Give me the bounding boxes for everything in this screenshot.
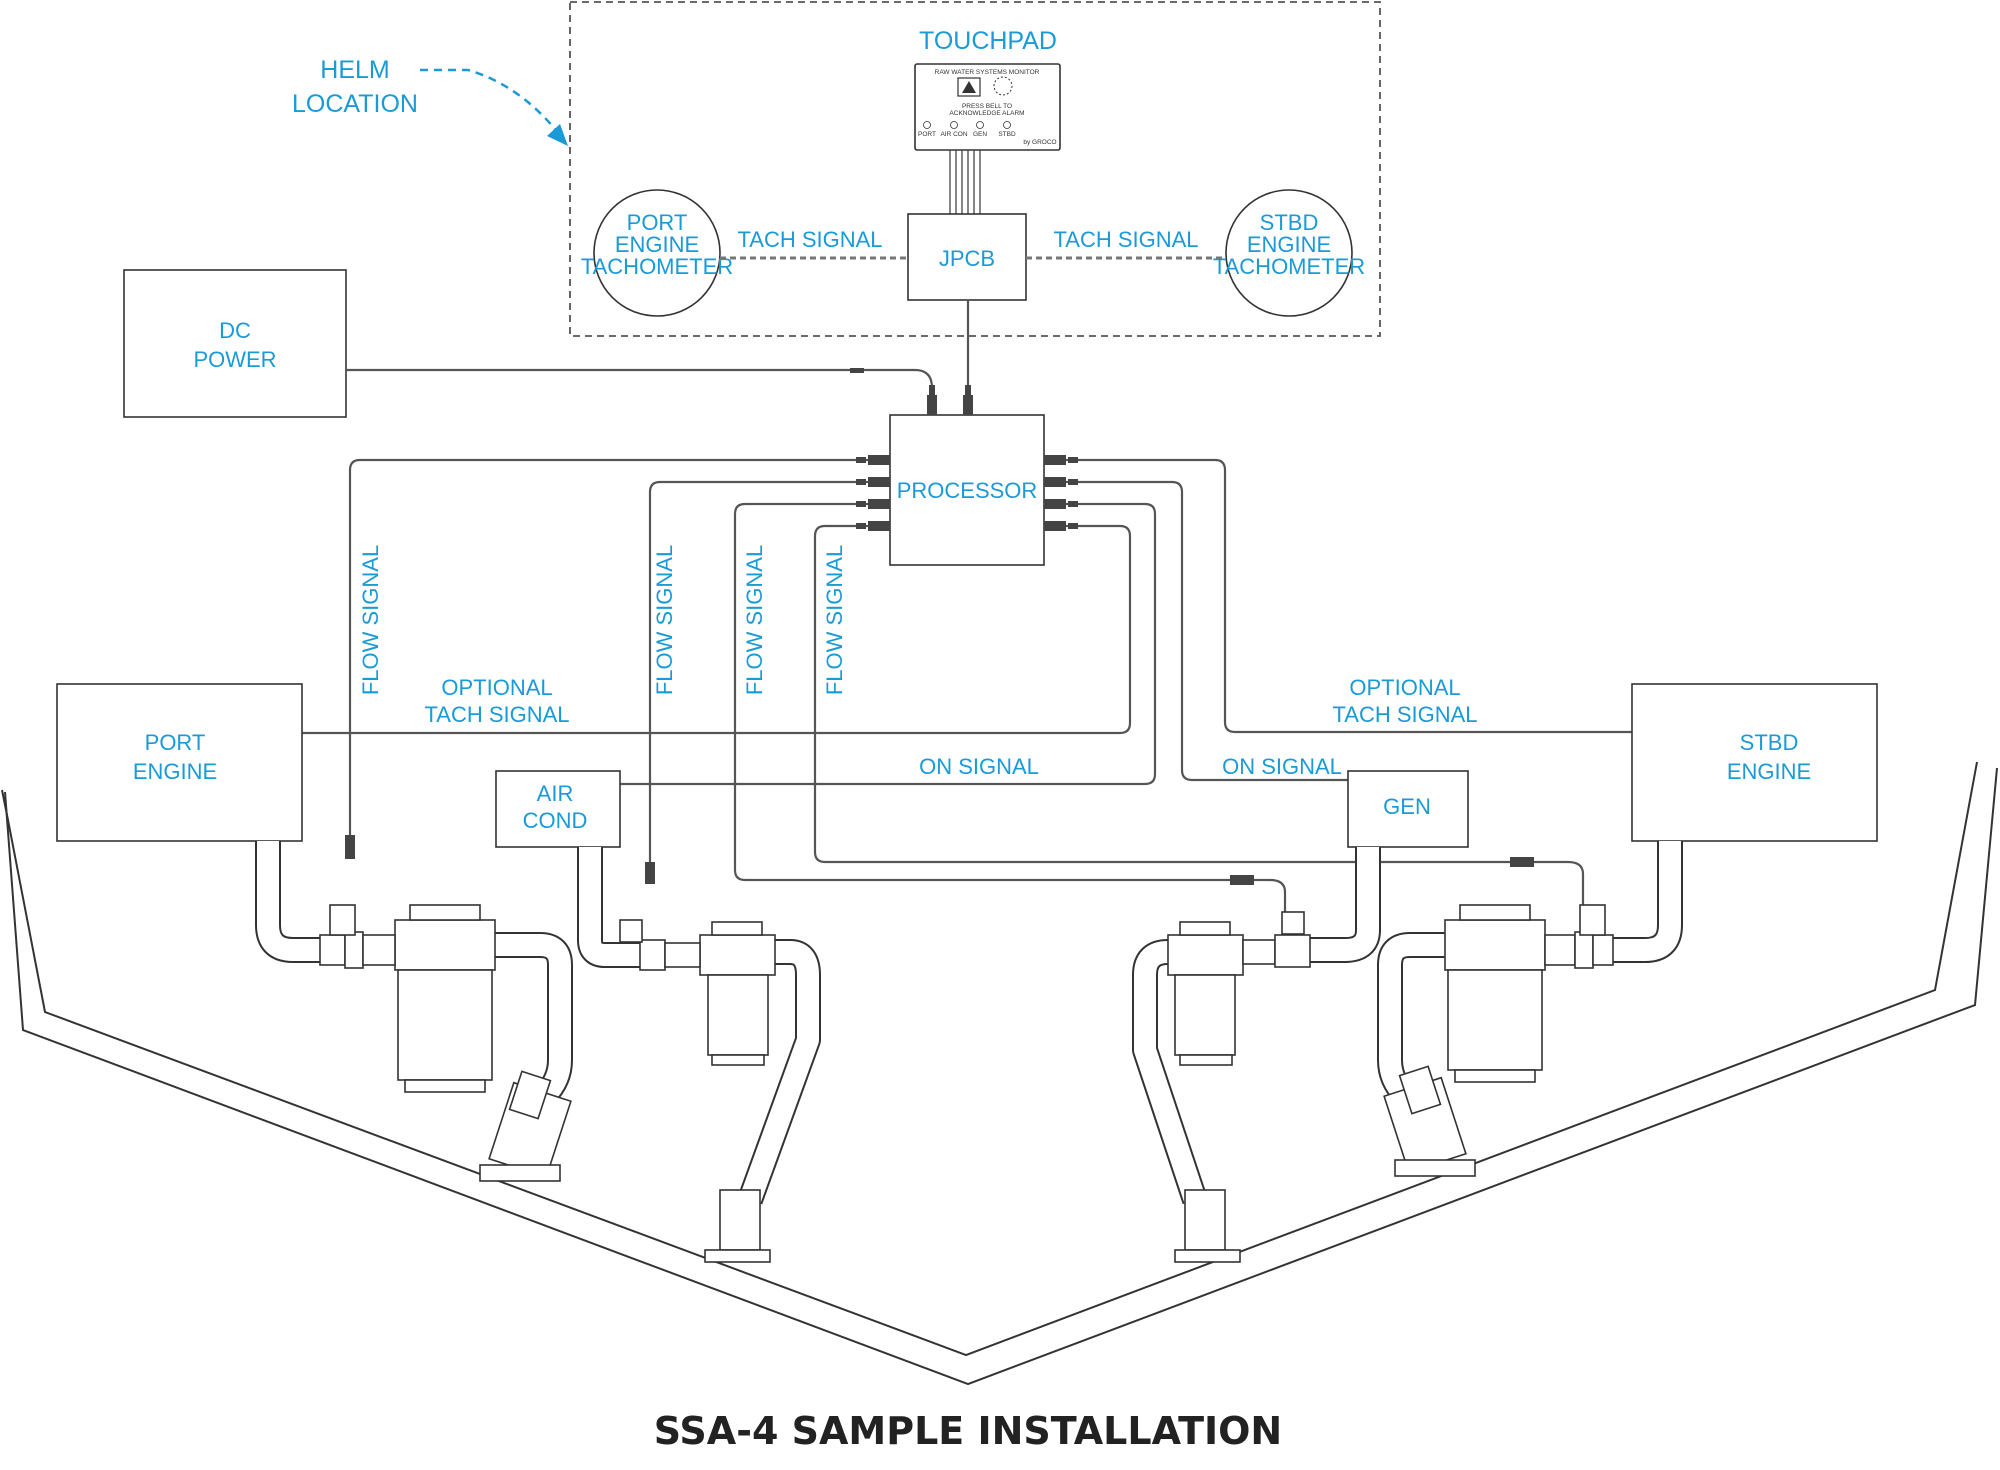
indicator-led-stbd xyxy=(1003,121,1011,129)
air-cond-label-1: AIR xyxy=(537,781,574,806)
helm-location-arrow xyxy=(420,68,561,136)
stbd-engine-box xyxy=(1631,683,1878,842)
air-cond-box xyxy=(495,770,621,848)
dc-power-box xyxy=(123,269,347,418)
flow-sensor-connectors xyxy=(345,368,1534,885)
indicator-label-port: PORT xyxy=(918,131,936,138)
flow-signal-label-4: FLOW SIGNAL xyxy=(822,545,847,695)
port-engine-seacock xyxy=(479,1070,572,1182)
bell-icon xyxy=(962,81,976,93)
flow-signal-label-1: FLOW SIGNAL xyxy=(358,545,383,695)
stbd-tachometer xyxy=(1225,189,1353,317)
tach-signal-label-left: TACH SIGNAL xyxy=(737,227,882,252)
indicator-label-aircon: AIR CON xyxy=(940,131,967,138)
port-engine-label-2: ENGINE xyxy=(133,759,217,784)
port-engine-box xyxy=(56,683,303,842)
on-signal-label-left: ON SIGNAL xyxy=(919,754,1039,779)
flow-signal-label-3: FLOW SIGNAL xyxy=(742,545,767,695)
helm-location-boundary xyxy=(569,1,1381,337)
gen-strainer xyxy=(1167,911,1311,1066)
indicator-label-stbd: STBD xyxy=(998,131,1016,138)
port-tachometer xyxy=(593,189,721,317)
gen-seacock xyxy=(1174,1189,1241,1263)
stbd-engine-strainer xyxy=(1444,904,1614,1083)
stbd-tachometer-label-3: TACHOMETER xyxy=(1213,254,1365,279)
jpcb-label: JPCB xyxy=(939,246,995,271)
stbd-engine-label-1: STBD xyxy=(1740,730,1799,755)
dc-power-label-1: DC xyxy=(219,318,251,343)
optional-tach-left-1: OPTIONAL xyxy=(441,675,552,700)
stbd-tachometer-label-1: STBD xyxy=(1260,210,1319,235)
port-tachometer-label-3: TACHOMETER xyxy=(581,254,733,279)
processor-label: PROCESSOR xyxy=(897,478,1038,503)
touchpad-instruction-2: ACKNOWLEDGE ALARM xyxy=(949,110,1024,117)
dc-power-label-2: POWER xyxy=(193,347,276,372)
gen-box xyxy=(1347,770,1469,848)
air-cond-strainer xyxy=(619,919,776,1066)
touchpad-brand: by GROCO xyxy=(1023,139,1056,146)
indicator-led-aircon xyxy=(950,121,958,129)
gen-label: GEN xyxy=(1383,794,1431,819)
on-signal-label-right: ON SIGNAL xyxy=(1222,754,1342,779)
air-cond-seacock xyxy=(704,1189,771,1263)
touchpad-header: RAW WATER SYSTEMS MONITOR xyxy=(935,69,1040,76)
diagram-title: SSA-4 SAMPLE INSTALLATION xyxy=(654,1409,1282,1453)
stbd-tachometer-label-2: ENGINE xyxy=(1247,232,1331,257)
flow-signal-label-2: FLOW SIGNAL xyxy=(652,545,677,695)
touchpad-label: TOUCHPAD xyxy=(919,27,1057,55)
port-engine-strainer xyxy=(319,904,496,1093)
port-tachometer-label-2: ENGINE xyxy=(615,232,699,257)
helm-location-arrowhead xyxy=(547,124,568,146)
processor-box xyxy=(889,414,1045,566)
helm-location-label-line2: LOCATION xyxy=(292,90,418,118)
indicator-led-port xyxy=(923,121,931,129)
processor-connectors-right xyxy=(1044,455,1078,531)
touchpad-panel: RAW WATER SYSTEMS MONITOR PRESS BELL TO … xyxy=(914,63,1061,151)
port-engine-label-1: PORT xyxy=(145,730,206,755)
tach-signal-label-right: TACH SIGNAL xyxy=(1053,227,1198,252)
stbd-engine-seacock xyxy=(1383,1065,1476,1177)
stbd-engine-label-2: ENGINE xyxy=(1727,759,1811,784)
processor-connectors-left xyxy=(856,455,890,531)
optional-tach-left-2: TACH SIGNAL xyxy=(424,702,569,727)
touchpad-instruction-1: PRESS BELL TO xyxy=(962,103,1012,110)
hull xyxy=(1,761,1998,1386)
raw-water-piping xyxy=(255,841,1683,1205)
dashed-indicator-icon xyxy=(993,76,1013,96)
helm-location-label-line1: HELM xyxy=(320,56,389,84)
optional-tach-right-1: OPTIONAL xyxy=(1349,675,1460,700)
air-cond-label-2: COND xyxy=(523,808,588,833)
port-tachometer-label-1: PORT xyxy=(627,210,688,235)
indicator-label-gen: GEN xyxy=(973,131,987,138)
optional-tach-right-2: TACH SIGNAL xyxy=(1332,702,1477,727)
processor-connectors-top xyxy=(927,385,973,415)
ribbon-cable xyxy=(949,150,981,214)
indicator-led-gen xyxy=(976,121,984,129)
